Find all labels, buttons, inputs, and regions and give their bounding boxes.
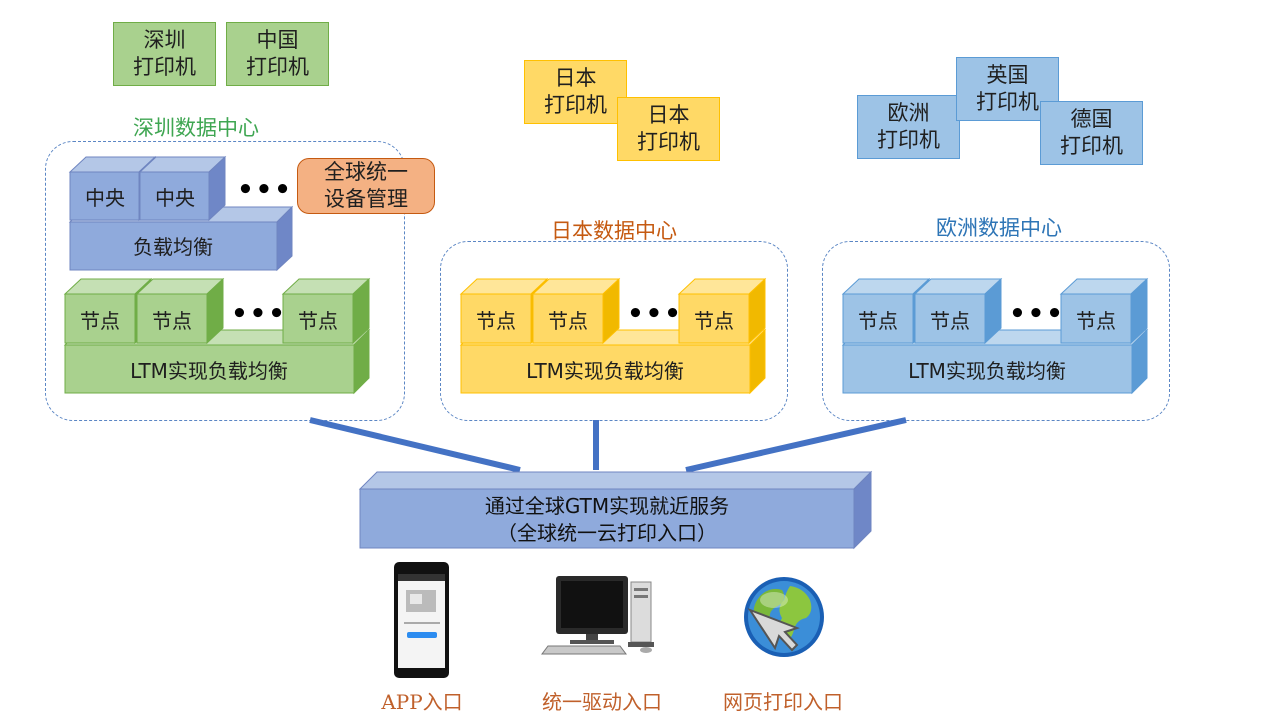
connector-europe <box>685 417 907 473</box>
datacenter-title-europe: 欧洲数据中心 <box>936 216 1062 240</box>
node-cube-europe-3: 节点 <box>1059 277 1149 345</box>
central-label-1: 中央 <box>85 186 125 210</box>
globe-cursor-icon <box>744 577 824 657</box>
printer-shenzhen: 深圳 打印机 <box>113 22 216 86</box>
datacenter-frame-shenzhen <box>45 141 405 421</box>
node-label-europe-2: 节点 <box>930 309 970 333</box>
ltm-label-shenzhen: LTM实现负载均衡 <box>130 359 288 383</box>
gtm-slab: 通过全球GTM实现就近服务 （全球统一云打印入口） <box>358 470 873 550</box>
entry-label-driver: 统一驱动入口 <box>542 690 662 714</box>
central-cube-2: 中央 <box>138 155 227 222</box>
node-cube-japan-3: 节点 <box>677 277 767 345</box>
entry-label-web: 网页打印入口 <box>723 690 843 714</box>
datacenter-frame-japan <box>440 241 788 421</box>
gtm-line-1: 通过全球GTM实现就近服务 <box>485 494 729 518</box>
computer-icon <box>541 576 654 655</box>
datacenter-title-japan: 日本数据中心 <box>551 219 677 243</box>
phone-icon <box>394 562 449 678</box>
node-label-europe-1: 节点 <box>858 309 898 333</box>
node-ellipsis-europe: ••• <box>1009 299 1065 329</box>
global-device-management: 全球统一 设备管理 <box>297 158 435 214</box>
node-cube-shenzhen-2: 节点 <box>135 277 225 345</box>
central-label-2: 中央 <box>155 186 195 210</box>
connector-shenzhen <box>309 417 521 473</box>
node-label-shenzhen-3: 节点 <box>298 309 338 333</box>
node-label-shenzhen-2: 节点 <box>152 309 192 333</box>
node-cube-japan-2: 节点 <box>531 277 621 345</box>
node-label-japan-1: 节点 <box>476 309 516 333</box>
printer-germany: 德国 打印机 <box>1040 101 1143 165</box>
printer-china: 中国 打印机 <box>226 22 329 86</box>
ltm-label-japan: LTM实现负载均衡 <box>526 359 684 383</box>
node-cube-shenzhen-3: 节点 <box>281 277 371 345</box>
node-cube-japan-1: 节点 <box>459 277 549 345</box>
node-label-japan-3: 节点 <box>694 309 734 333</box>
node-ellipsis-shenzhen: ••• <box>231 299 287 329</box>
node-label-europe-3: 节点 <box>1076 309 1116 333</box>
load-balance-label: 负载均衡 <box>133 235 213 259</box>
datacenter-frame-europe <box>822 241 1170 421</box>
entry-label-app: APP入口 <box>381 690 463 714</box>
node-cube-europe-2: 节点 <box>913 277 1003 345</box>
printer-japan-2: 日本 打印机 <box>617 97 720 161</box>
central-ellipsis: ••• <box>237 175 293 205</box>
node-ellipsis-japan: ••• <box>627 299 683 329</box>
node-label-shenzhen-1: 节点 <box>80 309 120 333</box>
node-label-japan-2: 节点 <box>548 309 588 333</box>
datacenter-title-shenzhen: 深圳数据中心 <box>133 116 259 140</box>
gtm-line-2: （全球统一云打印入口） <box>497 521 717 545</box>
printer-japan-1: 日本 打印机 <box>524 60 627 124</box>
node-cube-europe-1: 节点 <box>841 277 931 345</box>
ltm-label-europe: LTM实现负载均衡 <box>908 359 1066 383</box>
printer-europe: 欧洲 打印机 <box>857 95 960 159</box>
